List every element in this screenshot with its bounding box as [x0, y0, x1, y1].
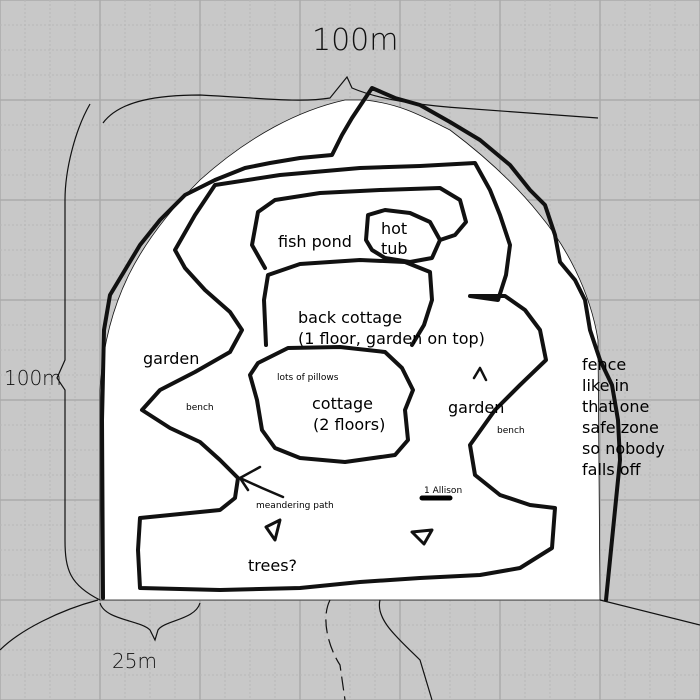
cottage-label: cottage [312, 394, 373, 413]
left-dimension-bracket [56, 103, 101, 601]
bottom-dimension-label: 25m [112, 649, 157, 673]
scale-label: 1 Allison [424, 486, 462, 496]
bench-left-label: bench [186, 403, 214, 413]
fence-note-line: so nobody [582, 439, 665, 458]
bottom-left-edge [0, 599, 99, 651]
cottage-label: (2 floors) [313, 415, 385, 434]
hot-tub-outline [364, 208, 442, 264]
back-cottage-label: (1 floor, garden on top) [298, 329, 485, 348]
fence-note-line: that one [582, 397, 649, 416]
fence-note-line: fence [582, 355, 626, 374]
pillows-label: lots of pillows [277, 373, 339, 383]
arrow-icon [238, 465, 285, 499]
fence-note-line: falls off [582, 460, 642, 479]
fence-note-line: like in [582, 376, 629, 395]
bench-right-label: bench [497, 426, 525, 436]
bottom-right-edge [599, 599, 700, 626]
fish-pond-label: fish pond [278, 232, 352, 251]
tree-icon [410, 528, 434, 546]
garden-left-label: garden [143, 349, 199, 368]
top-dimension-brace [102, 75, 599, 124]
fence-outline [100, 86, 622, 602]
inner-path [250, 186, 468, 270]
meandering-path-label: meandering path [256, 501, 334, 511]
bottom-dimension-brace [99, 602, 201, 642]
exit-path-edge [378, 599, 433, 700]
garden-right-label: garden [448, 398, 504, 417]
hot-tub-label: hot [381, 219, 407, 238]
back-cottage-outline [262, 258, 434, 347]
tree-icon [264, 518, 282, 542]
back-cottage-label: back cottage [298, 308, 402, 327]
trees-label: trees? [248, 556, 297, 575]
hot-tub-label: tub [381, 239, 408, 258]
garden-path-loop [136, 161, 557, 592]
caret-mark [472, 366, 488, 382]
fence-note: fence like in that one safe zone so nobo… [582, 355, 665, 479]
fence-note-line: safe zone [582, 418, 659, 437]
exit-path-edge [325, 599, 346, 700]
left-dimension-label: 100m [4, 366, 62, 390]
cottage-outline [248, 345, 415, 464]
top-dimension-label: 100m [312, 23, 398, 58]
